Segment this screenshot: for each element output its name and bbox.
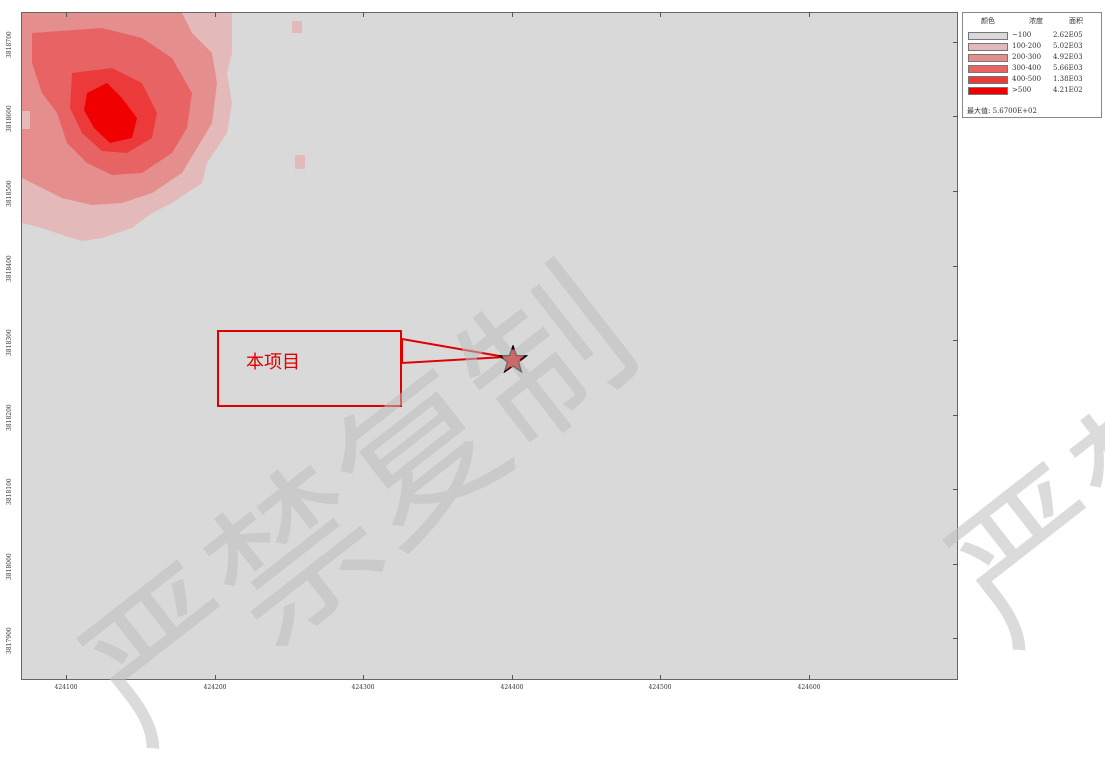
y-tick xyxy=(953,42,958,43)
legend-area: 5.66E03 xyxy=(1053,64,1083,72)
x-tick xyxy=(809,12,810,17)
legend-swatch xyxy=(968,54,1008,62)
y-tick xyxy=(953,489,958,490)
concentration-map[interactable] xyxy=(21,12,958,680)
x-tick xyxy=(660,675,661,680)
contour-patch xyxy=(22,111,30,129)
legend-area: 1.38E03 xyxy=(1053,75,1083,83)
y-tick xyxy=(953,191,958,192)
legend-swatch xyxy=(968,87,1008,95)
x-tick xyxy=(215,675,216,680)
project-callout-box xyxy=(217,330,402,407)
y-tick xyxy=(953,564,958,565)
legend-row: 400-500 1.38E03 xyxy=(968,76,1100,84)
legend-header-concentration: 浓度 xyxy=(1029,17,1043,25)
contour-band-above-500 xyxy=(84,83,137,143)
legend-range: >500 xyxy=(1012,86,1032,94)
legend-row: 300-400 5.66E03 xyxy=(968,65,1100,73)
x-tick xyxy=(66,675,67,680)
legend-header-area: 面积 xyxy=(1069,17,1083,25)
y-tick xyxy=(953,415,958,416)
contour-patch xyxy=(292,21,302,33)
x-tick xyxy=(66,12,67,17)
x-tick-label: 424300 xyxy=(351,684,375,691)
contour-patch xyxy=(295,155,305,169)
x-tick-label: 424600 xyxy=(797,684,821,691)
x-tick-label: 424500 xyxy=(648,684,672,691)
x-tick xyxy=(363,675,364,680)
legend-swatch xyxy=(968,65,1008,73)
x-tick xyxy=(512,12,513,17)
y-tick xyxy=(953,340,958,341)
legend-row: >500 4.21E02 xyxy=(968,87,1100,95)
x-tick-label: 424100 xyxy=(54,684,78,691)
x-tick xyxy=(363,12,364,17)
legend-row: 100-200 5.02E03 xyxy=(968,43,1100,51)
legend-swatch xyxy=(968,43,1008,51)
x-tick-label: 424200 xyxy=(203,684,227,691)
map-legend: 颜色 浓度 面积 ~100 2.62E05 100-200 5.02E03 20… xyxy=(962,12,1102,118)
legend-area: 2.62E05 xyxy=(1053,31,1083,39)
legend-area: 4.21E02 xyxy=(1053,86,1083,94)
y-tick xyxy=(953,116,958,117)
legend-swatch xyxy=(968,32,1008,40)
y-tick xyxy=(953,638,958,639)
legend-row: ~100 2.62E05 xyxy=(968,32,1100,40)
legend-range: 300-400 xyxy=(1012,64,1042,72)
project-callout-label: 本项目 xyxy=(246,352,300,373)
legend-range: ~100 xyxy=(1012,31,1032,39)
callout-pointer-arrow xyxy=(401,337,506,365)
legend-range: 200-300 xyxy=(1012,53,1042,61)
legend-range: 100-200 xyxy=(1012,42,1042,50)
x-tick xyxy=(660,12,661,17)
y-tick xyxy=(953,266,958,267)
legend-header-color: 颜色 xyxy=(981,17,995,25)
x-tick xyxy=(215,12,216,17)
project-location-star-icon[interactable] xyxy=(498,345,528,375)
x-tick xyxy=(512,675,513,680)
concentration-contours xyxy=(22,13,305,241)
x-tick-label: 424400 xyxy=(500,684,524,691)
legend-row: 200-300 4.92E03 xyxy=(968,54,1100,62)
legend-max-value: 最大值: 5.6700E+02 xyxy=(967,107,1037,115)
x-tick xyxy=(809,675,810,680)
legend-area: 4.92E03 xyxy=(1053,53,1083,61)
callout-pointer xyxy=(401,337,506,365)
legend-range: 400-500 xyxy=(1012,75,1042,83)
legend-area: 5.02E03 xyxy=(1053,42,1083,50)
legend-swatch xyxy=(968,76,1008,84)
